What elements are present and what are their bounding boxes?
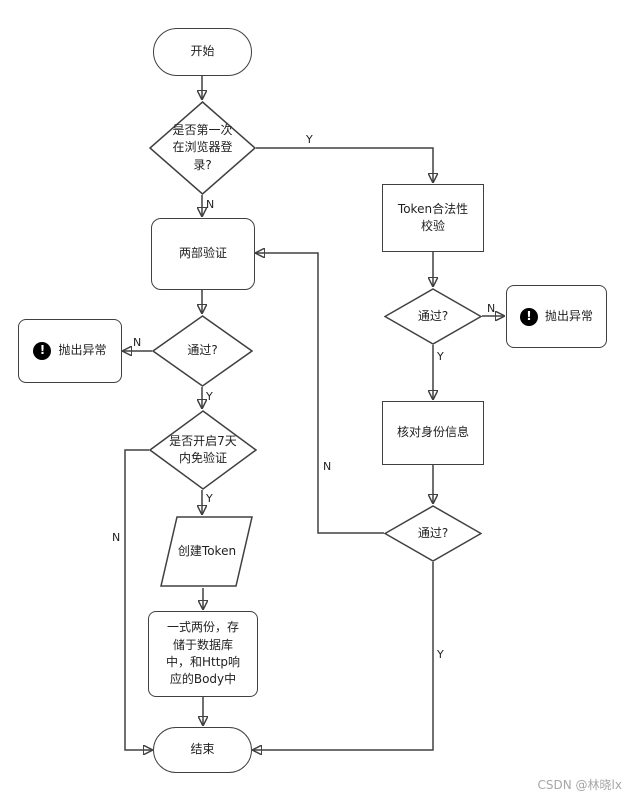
edge-label-seven-day-yes: Y [206, 492, 213, 505]
node-two-step-verification: 两部验证 [151, 218, 255, 290]
node-end: 结束 [153, 727, 252, 773]
node-start-label: 开始 [190, 44, 215, 59]
node-two-step-label: 两部验证 [178, 246, 227, 261]
node-pass-token-label: 通过? [417, 308, 449, 323]
diamond-shape [384, 288, 482, 345]
edge-label-first-login-yes: Y [306, 133, 313, 146]
node-throw-exception-right: ! 抛出异常 [506, 285, 607, 348]
node-first-login-label: 是否第一次在浏览器登录? [172, 122, 233, 172]
node-create-token: 创建Token [160, 516, 254, 587]
diamond-shape [149, 410, 257, 490]
diamond-shape [152, 315, 253, 387]
diamond-shape [384, 505, 482, 562]
exclamation-glyph: ! [526, 308, 532, 323]
node-throw-left-label: 抛出异常 [58, 343, 107, 358]
watermark-text: CSDN @林晓lx [537, 778, 622, 792]
edge-label-identity-no: N [323, 460, 332, 473]
node-token-check: Token合法性校验 [382, 184, 484, 252]
edge-passidentity-yes-to-end [253, 562, 434, 750]
edge-label-token-no: N [487, 302, 496, 315]
node-verify-identity-label: 核对身份信息 [396, 425, 469, 440]
node-token-check-label: Token合法性校验 [397, 201, 469, 233]
parallelogram-shape [160, 516, 253, 587]
node-seven-day-decision: 是否开启7天内免验证 [149, 410, 257, 490]
exclamation-icon: ! [519, 307, 538, 326]
node-throw-right-label: 抛出异常 [544, 308, 593, 323]
node-seven-day-label: 是否开启7天内免验证 [169, 433, 237, 465]
edge-label-two-step-no: N [133, 336, 142, 349]
edge-passidentity-no-to-twostep [256, 253, 384, 534]
node-pass-token-decision: 通过? [384, 288, 482, 345]
edge-label-token-yes: Y [437, 350, 444, 363]
exclamation-glyph: ! [39, 343, 46, 358]
node-pass-two-step-label: 通过? [187, 343, 218, 358]
edge-label-first-login-no: N [206, 198, 215, 211]
node-store-token-label: 一式两份，存储于数据库中，和Http响应的Body中 [165, 620, 241, 687]
node-pass-identity-label: 通过? [417, 525, 449, 540]
edge-label-seven-day-no: N [112, 531, 121, 544]
node-store-token: 一式两份，存储于数据库中，和Http响应的Body中 [148, 611, 258, 697]
edge-sevenday-no-to-end [124, 449, 152, 750]
node-create-token-label: 创建Token [177, 543, 237, 558]
edge-label-two-step-yes: Y [206, 390, 213, 403]
node-pass-two-step-decision: 通过? [152, 315, 253, 387]
node-throw-exception-left: ! 抛出异常 [18, 319, 122, 383]
diamond-shape [149, 101, 256, 195]
node-end-label: 结束 [190, 742, 215, 757]
edge-label-identity-yes: Y [437, 648, 444, 661]
node-first-login-decision: 是否第一次在浏览器登录? [149, 101, 256, 195]
node-verify-identity: 核对身份信息 [382, 401, 484, 465]
node-start: 开始 [153, 28, 252, 76]
edge-firstlogin-yes-to-tokencheck [256, 147, 433, 182]
exclamation-icon: ! [33, 342, 52, 360]
node-pass-identity-decision: 通过? [384, 505, 482, 562]
